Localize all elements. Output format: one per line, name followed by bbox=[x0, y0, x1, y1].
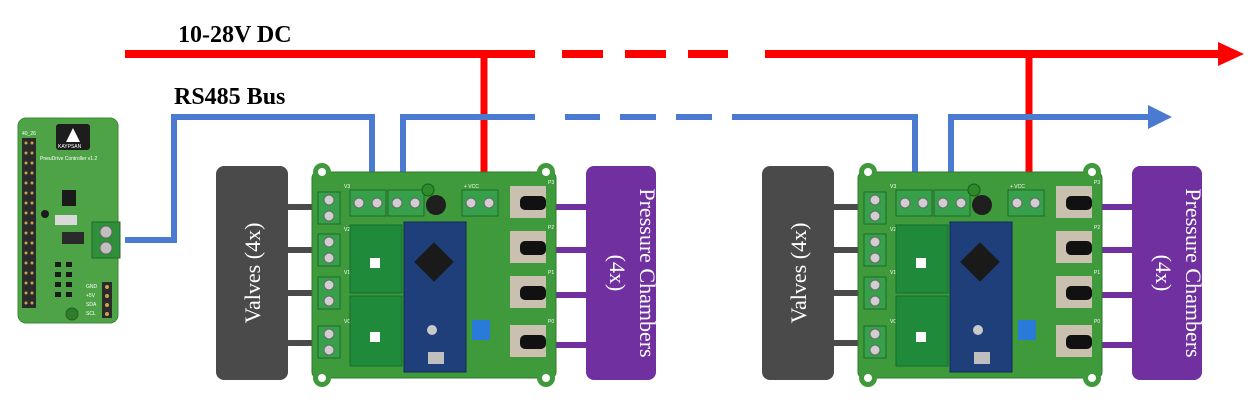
dip-switch bbox=[1018, 320, 1036, 340]
controller-bus-terminal bbox=[91, 221, 121, 259]
module-pcb: V3 V2 V1 V0 + VCC bbox=[857, 163, 1103, 387]
rs485-bus-label: RS485 Bus bbox=[174, 84, 285, 110]
pin-scl: SCL bbox=[86, 311, 96, 317]
power-term-label: + VCC bbox=[464, 184, 479, 190]
rs485-bus bbox=[125, 114, 1150, 243]
chamber-term-p3: P3 bbox=[548, 180, 554, 186]
chambers-label-line1: Pressure Chambers bbox=[1181, 188, 1206, 357]
controller-board: 40_26 KAYPSAN PneuDrive Controller v1.2 bbox=[17, 117, 121, 324]
valves-block bbox=[216, 166, 288, 380]
controller-title: PneuDrive Controller v1.2 bbox=[40, 156, 97, 162]
chamber-connectors bbox=[556, 204, 586, 348]
bus-terminals bbox=[349, 189, 425, 217]
pin-gnd: GND bbox=[86, 284, 98, 290]
valve-term-v3: V3 bbox=[890, 184, 896, 190]
chambers-label-line1: Pressure Chambers bbox=[635, 188, 660, 357]
pin-5v: +5V bbox=[86, 293, 96, 299]
gpio-header bbox=[22, 138, 36, 308]
valve-term-v0: V0 bbox=[344, 319, 350, 325]
valve-term-v1: V1 bbox=[890, 270, 896, 276]
valves-block bbox=[762, 166, 834, 380]
rs485-bus-arrowhead bbox=[1148, 105, 1172, 129]
chamber-term-p2: P2 bbox=[1094, 225, 1100, 231]
status-led bbox=[421, 183, 435, 197]
controller-status-leds bbox=[55, 262, 72, 297]
controller-logo: KAYPSAN bbox=[56, 124, 90, 150]
power-terminal bbox=[461, 189, 499, 217]
capacitor bbox=[972, 195, 992, 215]
controller-ic bbox=[62, 232, 84, 244]
controller-resistor-array bbox=[55, 215, 77, 225]
valve-term-v2: V2 bbox=[890, 227, 896, 233]
chamber-term-p0: P0 bbox=[548, 319, 554, 325]
module-pcb: V3 V2 V1 V0 + VCC bbox=[311, 163, 557, 387]
pin-sda: SDA bbox=[86, 302, 97, 308]
chamber-term-p0: P0 bbox=[1094, 319, 1100, 325]
relay-modules bbox=[349, 224, 403, 367]
header-label: 40_26 bbox=[22, 131, 36, 137]
valve-term-v0: V0 bbox=[890, 319, 896, 325]
i2c-pins bbox=[102, 282, 112, 318]
chambers-block bbox=[1132, 166, 1202, 380]
svg-text:KAYPSAN: KAYPSAN bbox=[58, 144, 82, 150]
chamber-term-p1: P1 bbox=[548, 270, 554, 276]
chamber-connectors bbox=[1102, 204, 1132, 348]
valves-label: Valves (4x) bbox=[786, 223, 811, 324]
capacitor bbox=[426, 195, 446, 215]
chambers-block bbox=[586, 166, 656, 380]
power-bus-label: 10-28V DC bbox=[178, 22, 292, 48]
arduino-nano bbox=[403, 221, 467, 373]
valve-term-v2: V2 bbox=[344, 227, 350, 233]
power-term-label: + VCC bbox=[1010, 184, 1025, 190]
module-1: Valves (4x) Pressure Chambers (4x) bbox=[216, 163, 660, 387]
arduino-nano bbox=[949, 221, 1013, 373]
module-2: Valves (4x) Pressure Chambers (4x) bbox=[762, 163, 1206, 387]
controller-chip bbox=[62, 190, 76, 206]
power-bus-arrowhead bbox=[1218, 42, 1244, 66]
controller-led bbox=[41, 210, 49, 218]
chamber-term-p1: P1 bbox=[1094, 270, 1100, 276]
relay-modules bbox=[895, 224, 949, 367]
status-led bbox=[967, 183, 981, 197]
pressure-sensors bbox=[510, 186, 546, 357]
chamber-term-p2: P2 bbox=[548, 225, 554, 231]
chamber-term-p3: P3 bbox=[1094, 180, 1100, 186]
power-bus bbox=[125, 42, 1244, 172]
bus-terminals bbox=[895, 189, 971, 217]
valve-term-v1: V1 bbox=[344, 270, 350, 276]
dip-switch bbox=[472, 320, 490, 340]
pressure-sensors bbox=[1056, 186, 1092, 357]
controller-button bbox=[65, 307, 79, 321]
chambers-label-line2: (4x) bbox=[605, 255, 630, 292]
chambers-label-line2: (4x) bbox=[1151, 255, 1176, 292]
valve-term-v3: V3 bbox=[344, 184, 350, 190]
valves-label: Valves (4x) bbox=[240, 223, 265, 324]
power-terminal bbox=[1007, 189, 1045, 217]
